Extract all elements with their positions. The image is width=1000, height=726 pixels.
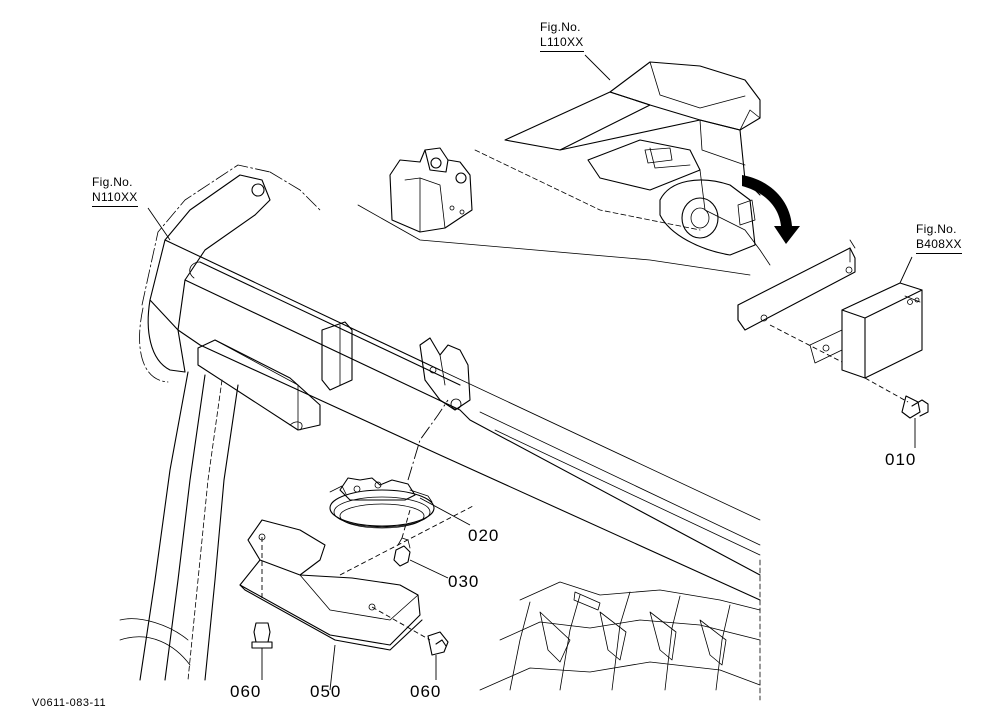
part-number-010: 010 [885,450,917,469]
fig-ref-b408xx: Fig.No. B408XX [916,222,962,254]
boom-brackets [197,321,471,431]
drawing-code: V0611-083-11 [32,697,107,709]
fig-ref-l110xx-code: L110XX [540,35,584,52]
fig-ref-l110xx: Fig.No. L110XX [540,20,584,52]
bolt-060-right [427,631,449,680]
fig-ref-b408xx-code: B408XX [916,237,962,254]
grille-mesh [479,559,761,701]
guard-plate-050 [239,504,476,691]
reference-leaders [147,54,913,284]
fig-ref-n110xx-code: N110XX [92,190,138,207]
fig-ref-n110xx: Fig.No. N110XX [92,175,138,207]
lift-arm-frame [357,61,771,276]
part-number-020: 020 [468,526,500,545]
mast-frame [119,371,303,681]
motor-assembly [659,179,756,256]
mounting-bar [737,239,856,331]
fig-ref-n110xx-label: Fig.No. [92,175,133,189]
part-number-060-left: 060 [230,682,262,701]
clevis-bracket [389,147,473,233]
nut-030 [393,509,449,579]
fig-ref-b408xx-label: Fig.No. [916,222,957,236]
part-number-030: 030 [448,572,480,591]
relay-box [769,282,923,403]
horn-020 [329,399,471,529]
bolt-010 [901,395,929,448]
boom-arm [139,164,761,601]
part-number-060-right: 060 [410,682,442,701]
bolt-060-left [251,622,273,680]
part-number-050: 050 [310,682,342,701]
rotation-arrow [742,175,800,244]
fig-ref-l110xx-label: Fig.No. [540,20,581,34]
